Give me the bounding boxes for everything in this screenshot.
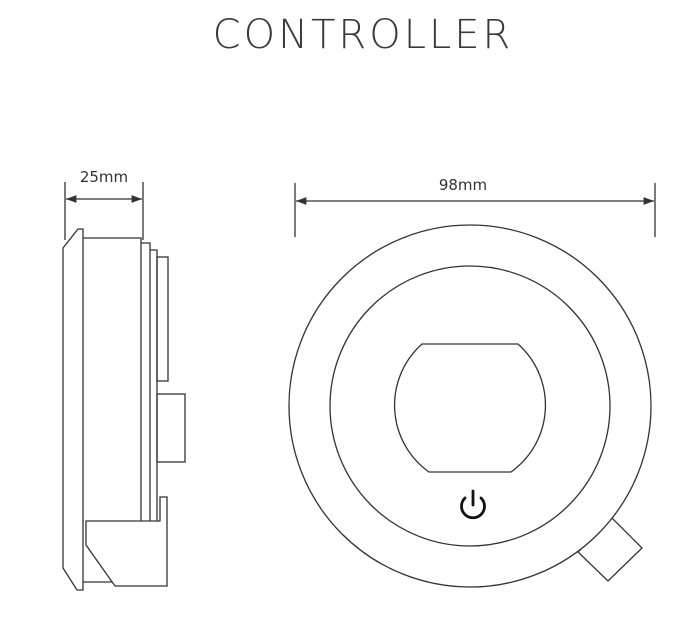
depth-dimension: 25mm xyxy=(64,168,144,240)
side-view: 25mm xyxy=(62,168,186,591)
outer-ring xyxy=(288,224,652,588)
side-button xyxy=(156,393,186,463)
display-window xyxy=(393,343,547,473)
body xyxy=(83,237,142,521)
flange xyxy=(62,228,84,591)
width-dimension: 98mm xyxy=(294,176,656,237)
depth-label: 25mm xyxy=(80,168,128,186)
page-title: CONTROLLER xyxy=(212,12,514,58)
front-view: 98mm xyxy=(288,176,656,588)
layer-3 xyxy=(150,249,158,521)
layer-4 xyxy=(156,256,169,382)
bracket xyxy=(85,496,168,587)
inner-ring xyxy=(329,265,611,547)
width-label: 98mm xyxy=(439,176,487,194)
layer-2 xyxy=(141,242,151,521)
power-icon[interactable] xyxy=(460,489,486,520)
